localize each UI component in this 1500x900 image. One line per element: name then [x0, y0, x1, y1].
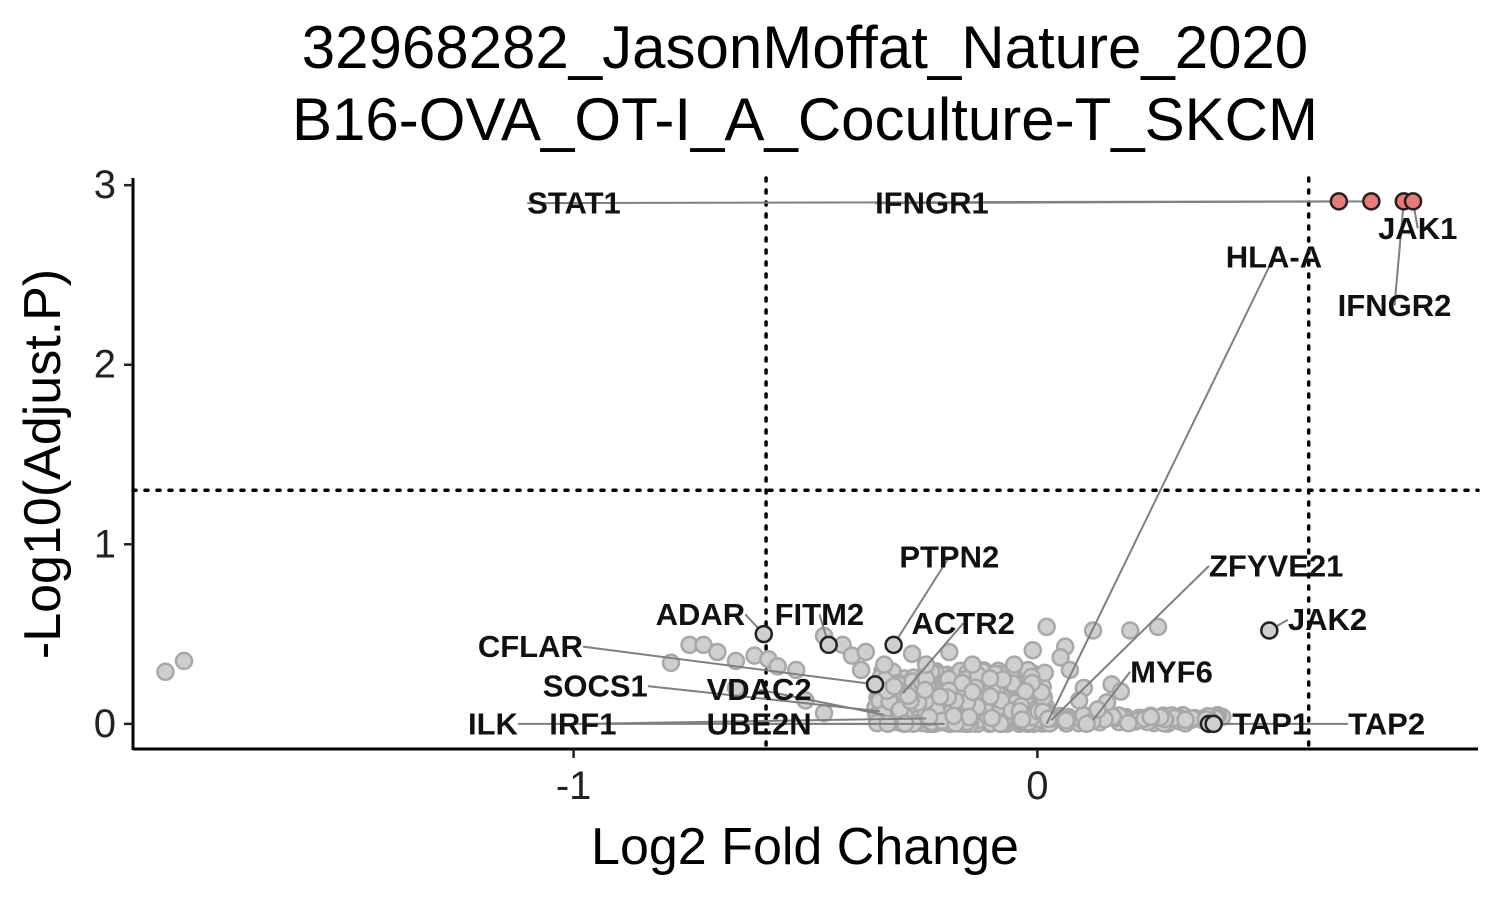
- label-leader-line: [892, 556, 951, 646]
- point-cloud: [866, 660, 1232, 734]
- gene-point: [884, 677, 904, 696]
- gene-label: SOCS1: [543, 669, 648, 704]
- gene-point: [174, 651, 194, 671]
- label-leader-line: [1393, 201, 1405, 306]
- gene-point: [1077, 714, 1096, 734]
- gene-label: ILK: [468, 706, 519, 741]
- y-axis-title: -Log10(Adjust.P): [14, 269, 72, 659]
- gene-point: [1120, 621, 1140, 640]
- gene-point: [930, 687, 950, 706]
- gene-point: [940, 642, 959, 662]
- gene-point: [944, 706, 963, 726]
- x-tick-label: -1: [556, 764, 592, 808]
- gene-label: STAT1: [527, 186, 621, 221]
- label-leader-line: [1092, 671, 1131, 721]
- label-leader-line: [758, 688, 885, 716]
- gene-label: PTPN2: [899, 539, 999, 574]
- y-tick-label: 1: [94, 522, 116, 566]
- y-tick-label: 3: [94, 163, 116, 207]
- gene-label: VDAC2: [707, 672, 812, 707]
- axes: -1 0 0 1 2 3: [94, 163, 1478, 808]
- gene-label: ADAR: [656, 597, 746, 632]
- gene-label: JAK2: [1288, 602, 1367, 637]
- gene-point: [1004, 655, 1024, 674]
- gene-point: [1148, 617, 1168, 637]
- label-leader-lines: [517, 200, 1419, 725]
- gene-point: [1051, 648, 1070, 667]
- gene-point: [902, 644, 922, 664]
- gene-point: [1069, 691, 1089, 710]
- significant-points: [1329, 192, 1423, 211]
- gene-label: ZFYVE21: [1209, 548, 1343, 583]
- gene-label: ACTR2: [912, 606, 1015, 641]
- chart-title-line-1: 32968282_JasonMoffat_Nature_2020: [302, 14, 1308, 81]
- gene-point: [919, 707, 939, 727]
- labeled-gene-point: [754, 624, 774, 644]
- gene-point: [1023, 640, 1043, 660]
- background-points: [156, 617, 1168, 723]
- gene-point: [1016, 682, 1035, 701]
- gene-point: [1056, 711, 1076, 730]
- y-axis-ticks: 0 1 2 3: [94, 163, 133, 746]
- x-axis-title: Log2 Fold Change: [591, 818, 1019, 876]
- significant-gene-point: [1362, 192, 1381, 211]
- gene-point: [1088, 700, 1107, 719]
- threshold-lines: [131, 176, 1480, 751]
- x-axis-ticks: -1 0: [556, 749, 1049, 808]
- gene-point: [1012, 710, 1032, 729]
- gene-point: [963, 655, 982, 674]
- gene-point: [856, 642, 876, 662]
- label-leader-line: [902, 622, 964, 694]
- gene-point: [899, 686, 918, 706]
- label-leader-line: [1045, 256, 1275, 725]
- gene-point: [708, 642, 727, 662]
- label-leader-line: [1050, 565, 1210, 721]
- gene-label: TAP1: [1232, 706, 1309, 741]
- gene-label: HLA-A: [1226, 240, 1322, 275]
- gene-label: JAK1: [1378, 211, 1457, 246]
- labeled-points: [754, 621, 1279, 734]
- gene-point: [982, 708, 1002, 728]
- x-tick-label: 0: [1026, 764, 1048, 808]
- label-leader-line: [582, 717, 927, 725]
- gene-point: [963, 682, 982, 702]
- label-leader-line: [875, 200, 1372, 205]
- y-tick-label: 0: [94, 702, 116, 746]
- y-tick-label: 2: [94, 343, 116, 387]
- significant-gene-point: [1329, 192, 1349, 211]
- chart-title-line-2: B16-OVA_OT-I_A_Coculture-T_SKCM: [292, 86, 1318, 153]
- gene-label: IRF1: [549, 706, 616, 741]
- labeled-gene-point: [1204, 714, 1223, 734]
- gene-point: [1119, 713, 1138, 733]
- labeled-gene-point: [865, 675, 885, 694]
- gene-label: CFLAR: [478, 629, 583, 664]
- gene-point: [980, 669, 1000, 688]
- gene-point: [1037, 617, 1056, 637]
- gene-label: MYF6: [1130, 654, 1213, 689]
- labeled-gene-point: [1260, 621, 1279, 640]
- gene-label: FITM2: [775, 597, 865, 632]
- gene-label: UBE2N: [707, 706, 812, 741]
- label-leader-line: [582, 645, 876, 686]
- significant-gene-point: [1403, 192, 1423, 211]
- gene-label: IFNGR1: [875, 186, 989, 221]
- labeled-gene-point: [819, 635, 838, 655]
- labeled-gene-point: [884, 635, 903, 655]
- gene-point: [1141, 707, 1160, 727]
- gene-label: TAP2: [1348, 706, 1425, 741]
- gene-point: [851, 660, 871, 680]
- gene-label: IFNGR2: [1338, 288, 1452, 323]
- gene-point: [981, 687, 1000, 706]
- gene-point: [694, 635, 713, 655]
- gene-point: [814, 703, 834, 723]
- gene-point: [156, 662, 175, 682]
- gene-point: [875, 655, 894, 674]
- gene-point: [1176, 710, 1195, 730]
- gene-point: [915, 680, 935, 700]
